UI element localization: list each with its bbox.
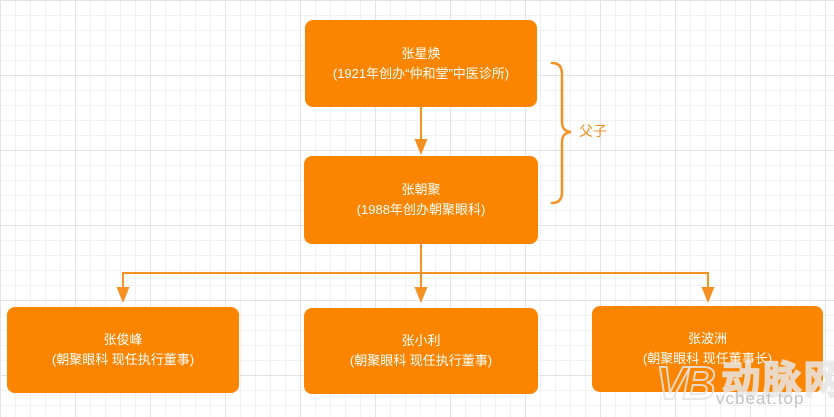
node-name: 张小利 <box>401 333 441 348</box>
arrow-down-icon <box>414 139 428 155</box>
watermark-brand: 动脉网 <box>721 359 834 403</box>
node-name: 张俊峰 <box>103 332 143 347</box>
node-zhang-bozhou: 张波洲 (朝聚眼科 现任董事长) <box>592 306 823 392</box>
node-zhang-xiaoli: 张小利 (朝聚眼科 现任执行董事) <box>304 308 538 394</box>
arrow-down-icon <box>701 287 715 303</box>
arrow-down-icon <box>116 287 130 303</box>
arrow-down-icon <box>414 287 428 303</box>
node-desc: (朝聚眼科 现任执行董事) <box>349 353 493 368</box>
node-zhang-chaoju: 张朝聚 (1988年创办朝聚眼科) <box>304 156 538 244</box>
watermark-row: VB 动脉网 <box>655 357 834 409</box>
node-zhang-junfeng: 张俊峰 (朝聚眼科 现任执行董事) <box>7 307 239 393</box>
node-desc: (1988年创办朝聚眼科) <box>356 202 486 217</box>
curly-brace-icon <box>550 61 572 205</box>
node-desc: (朝聚眼科 现任董事长) <box>642 351 773 366</box>
node-desc: (朝聚眼科 现任执行董事) <box>51 352 195 367</box>
brace-label-father-son: 父子 <box>579 123 607 139</box>
node-zhang-xinghuan: 张星焕 (1921年创办“仲和堂”中医诊所) <box>305 20 537 107</box>
node-name: 张波洲 <box>687 331 727 346</box>
watermark-site-url: vcbeat.top <box>716 389 805 408</box>
node-desc: (1921年创办“仲和堂”中医诊所) <box>332 65 510 81</box>
vb-logo-icon: VB <box>655 357 717 409</box>
node-name: 张星焕 <box>401 45 441 61</box>
node-name: 张朝聚 <box>401 182 441 197</box>
watermark: VB 动脉网 vcbeat.top <box>655 357 834 409</box>
